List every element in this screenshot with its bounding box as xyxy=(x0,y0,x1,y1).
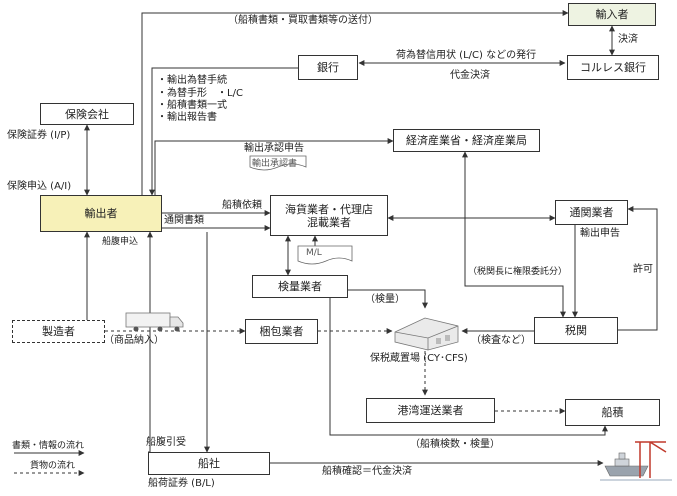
warehouse-icon xyxy=(394,317,459,351)
inspection-etc-label: （検査など） xyxy=(471,335,531,346)
ml-doc-label: M/L xyxy=(306,248,322,258)
packing-box: 梱包業者 xyxy=(245,319,318,344)
bl-label: 船荷証券 (B/L) xyxy=(148,478,215,489)
export-approval-doc-icon xyxy=(249,155,307,171)
weighing-label: （検量） xyxy=(365,294,405,305)
importer-label: 輸入者 xyxy=(595,8,629,21)
delegation-label: （税関長に権限委託分） xyxy=(468,267,568,277)
insurance-company-box: 保険会社 xyxy=(40,103,134,125)
inspection-label: 検量業者 xyxy=(278,280,322,293)
customs-docs-label: 通関書類 xyxy=(164,215,204,226)
customs-broker-label: 通関業者 xyxy=(569,206,614,219)
manufacturer-box: 製造者 xyxy=(12,320,105,343)
bank-docs-item-4: ・輸出報告書 xyxy=(157,112,217,123)
payment-label: 代金決済 xyxy=(450,70,490,81)
shipping-apply-label: 船腹申込 xyxy=(102,237,139,247)
doc-transfer-label: （船積書類・買取書類等の送付） xyxy=(228,15,378,26)
loading-box: 船積 xyxy=(565,399,660,426)
manufacturer-label: 製造者 xyxy=(42,325,75,338)
permission-label: 許可 xyxy=(633,264,653,275)
exporter-box: 輸出者 xyxy=(40,195,162,232)
shipping-confirm-label: 船積確認＝代金決済 xyxy=(322,466,412,477)
bonded-area-label: 保税蔵置場 (CY･CFS) xyxy=(370,353,468,364)
bank-docs-item-3: ・船積書類一式 xyxy=(157,100,227,111)
export-declaration-label: 輸出申告 xyxy=(580,228,620,239)
customs-box: 税関 xyxy=(534,317,618,344)
export-approval-doc-label: 輸出承認書 xyxy=(252,159,298,169)
meti-box: 経済産業省・経済産業局 xyxy=(393,129,540,152)
bank-label: 銀行 xyxy=(317,61,339,74)
lc-issue-label: 荷為替信用状 (L/C) などの発行 xyxy=(396,50,537,61)
forwarder-label-1: 海貨業者・代理店 xyxy=(285,202,373,216)
bl-receive-label: 船腹引受 xyxy=(146,437,186,448)
forwarder-box: 海貨業者・代理店 混載業者 xyxy=(270,195,388,236)
customs-broker-box: 通関業者 xyxy=(555,200,628,225)
correspondent-bank-box: コルレス銀行 xyxy=(567,55,659,80)
port-transport-label: 港湾運送業者 xyxy=(397,404,464,417)
bank-docs-item-1: ・輸出為替手続 xyxy=(157,75,227,86)
importer-box: 輸入者 xyxy=(568,3,656,26)
loading-label: 船積 xyxy=(601,406,624,419)
bank-box: 銀行 xyxy=(298,55,358,80)
legend-goods-flow: 貨物の流れ xyxy=(30,461,76,471)
forwarder-label-2: 混載業者 xyxy=(307,215,351,229)
customs-label: 税関 xyxy=(565,324,587,337)
shipping-company-box: 船社 xyxy=(148,452,270,475)
goods-delivery-label: （商品納入） xyxy=(104,335,164,346)
truck-icon xyxy=(125,312,184,332)
loading-inspection-label: （船積検数・検量） xyxy=(410,439,500,450)
bank-docs-item-2: ・為替手形 ・L/C xyxy=(157,88,243,99)
insurance-policy-label: 保険証券 (I/P) xyxy=(7,130,71,141)
shipping-request-label: 船積依頼 xyxy=(222,200,262,211)
legend-info-flow: 書類・情報の流れ xyxy=(12,441,85,451)
ship-crane-icon xyxy=(600,441,672,481)
exporter-label: 輸出者 xyxy=(84,207,118,220)
packing-label: 梱包業者 xyxy=(259,325,304,338)
export-approval-apply-label: 輸出承認申告 xyxy=(244,143,304,154)
insurance-company-label: 保険会社 xyxy=(65,107,109,121)
settlement-label: 決済 xyxy=(618,34,638,45)
shipping-company-label: 船社 xyxy=(198,457,220,470)
insurance-apply-label: 保険申込 (A/I) xyxy=(7,181,72,192)
ml-doc-icon xyxy=(297,245,353,265)
meti-label: 経済産業省・経済産業局 xyxy=(406,134,527,147)
inspection-box: 検量業者 xyxy=(252,275,348,298)
port-transport-box: 港湾運送業者 xyxy=(366,398,495,423)
correspondent-bank-label: コルレス銀行 xyxy=(580,61,646,74)
